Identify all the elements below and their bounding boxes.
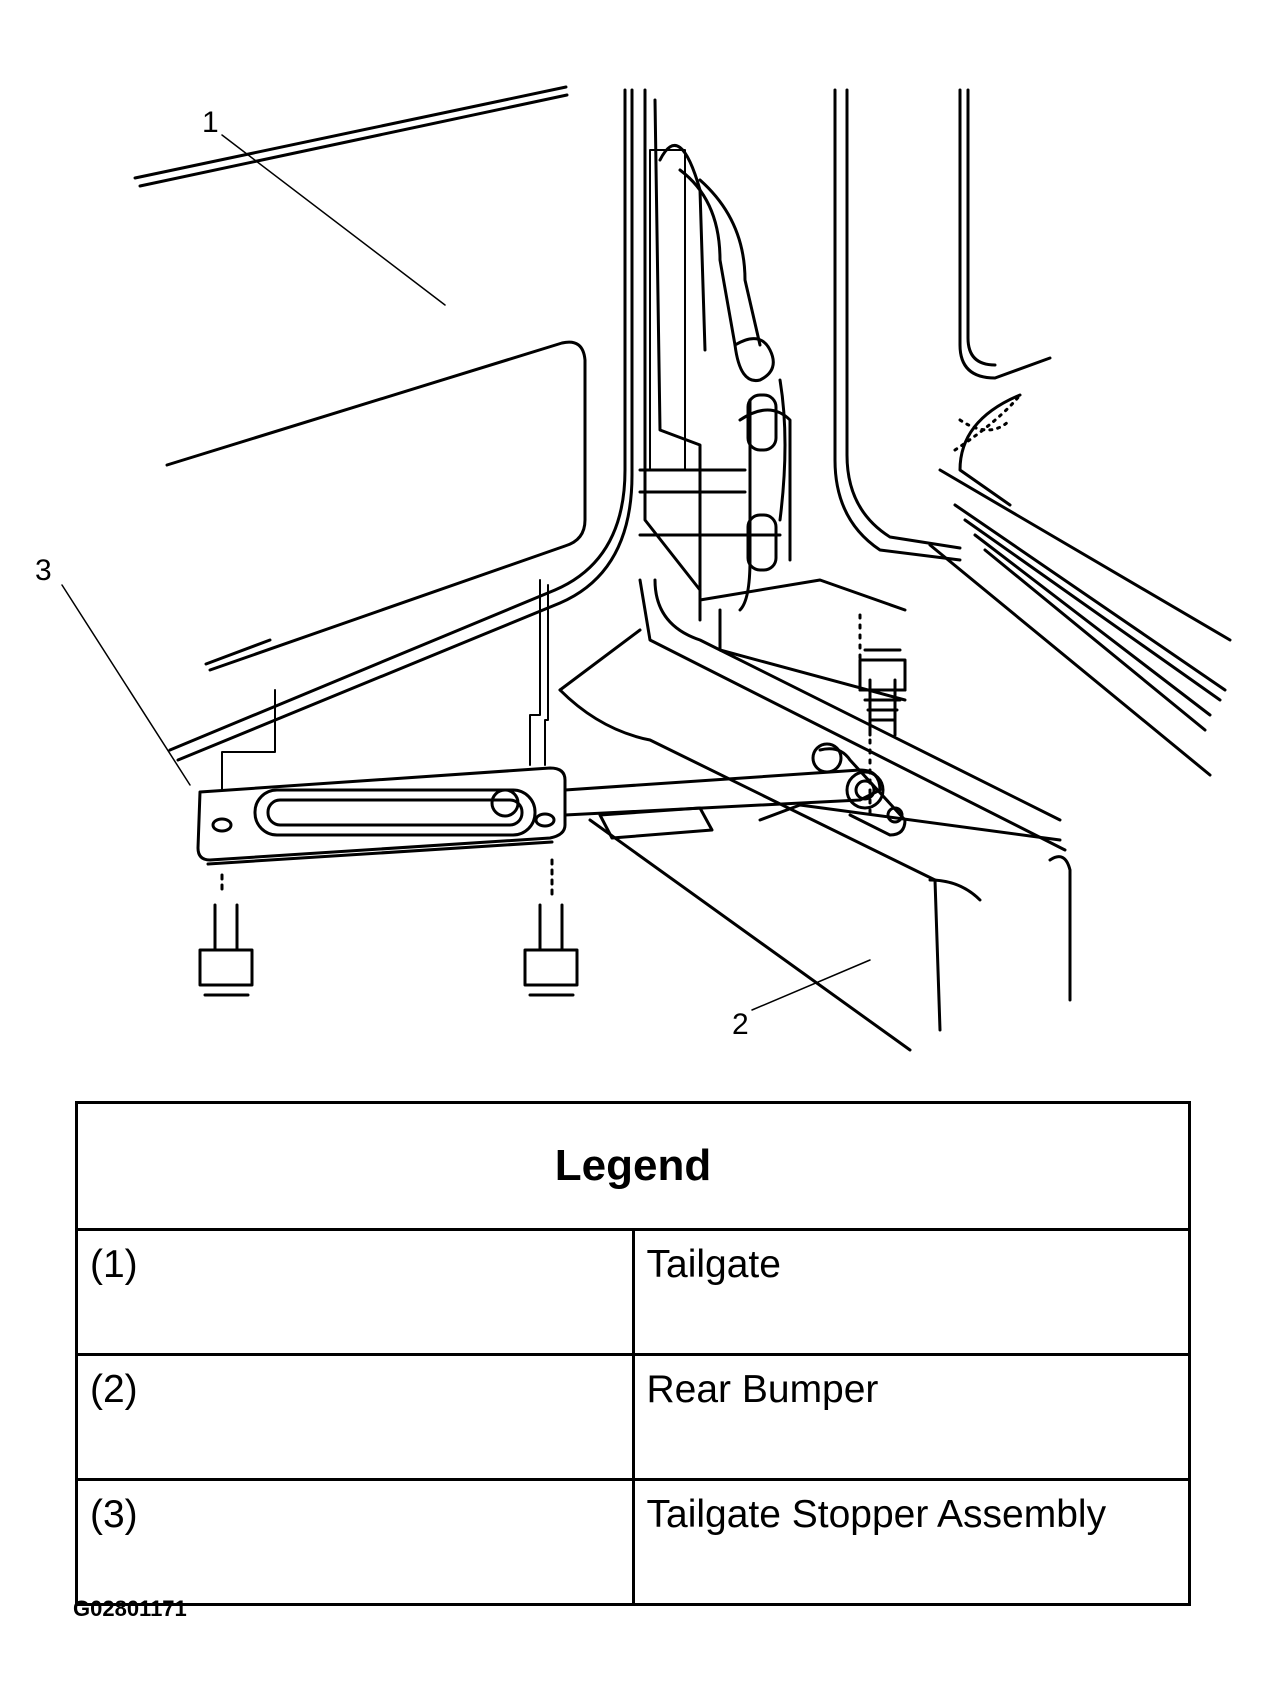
leader-line-2 (751, 959, 871, 1011)
tailgate-stopper-illustration (61, 85, 1232, 1052)
callout-3: 3 (35, 554, 52, 587)
body-pillar-drawing (638, 88, 1052, 702)
legend-table: Legend (1) Tailgate (2) Rear Bumper (3) … (75, 1101, 1191, 1606)
legend-number: (3) (75, 1478, 635, 1606)
rear-bumper-drawing (558, 578, 1072, 1052)
bolts-drawing (198, 613, 907, 997)
legend-number: (2) (75, 1353, 635, 1481)
callout-1: 1 (202, 106, 219, 139)
tailgate-drawing (133, 85, 634, 762)
leader-lines (61, 134, 871, 1011)
legend-row: (3) Tailgate Stopper Assembly (75, 1478, 1191, 1606)
alignment-guides (221, 579, 549, 791)
legend-description: Tailgate (631, 1228, 1191, 1356)
figure-id: G02801171 (73, 1596, 187, 1621)
legend-header-row: Legend (75, 1101, 1191, 1231)
legend-row: (2) Rear Bumper (75, 1353, 1191, 1481)
legend-description: Tailgate Stopper Assembly (631, 1478, 1191, 1606)
legend-description: Rear Bumper (631, 1353, 1191, 1481)
legend-row: (1) Tailgate (75, 1228, 1191, 1356)
leader-line-1 (221, 134, 446, 306)
legend-number: (1) (75, 1228, 635, 1356)
floor-step-drawing (928, 393, 1232, 777)
legend-title: Legend (75, 1101, 1191, 1231)
leader-line-3 (61, 584, 191, 786)
tailgate-stopper-drawing (196, 742, 907, 866)
callout-2: 2 (732, 1008, 749, 1041)
